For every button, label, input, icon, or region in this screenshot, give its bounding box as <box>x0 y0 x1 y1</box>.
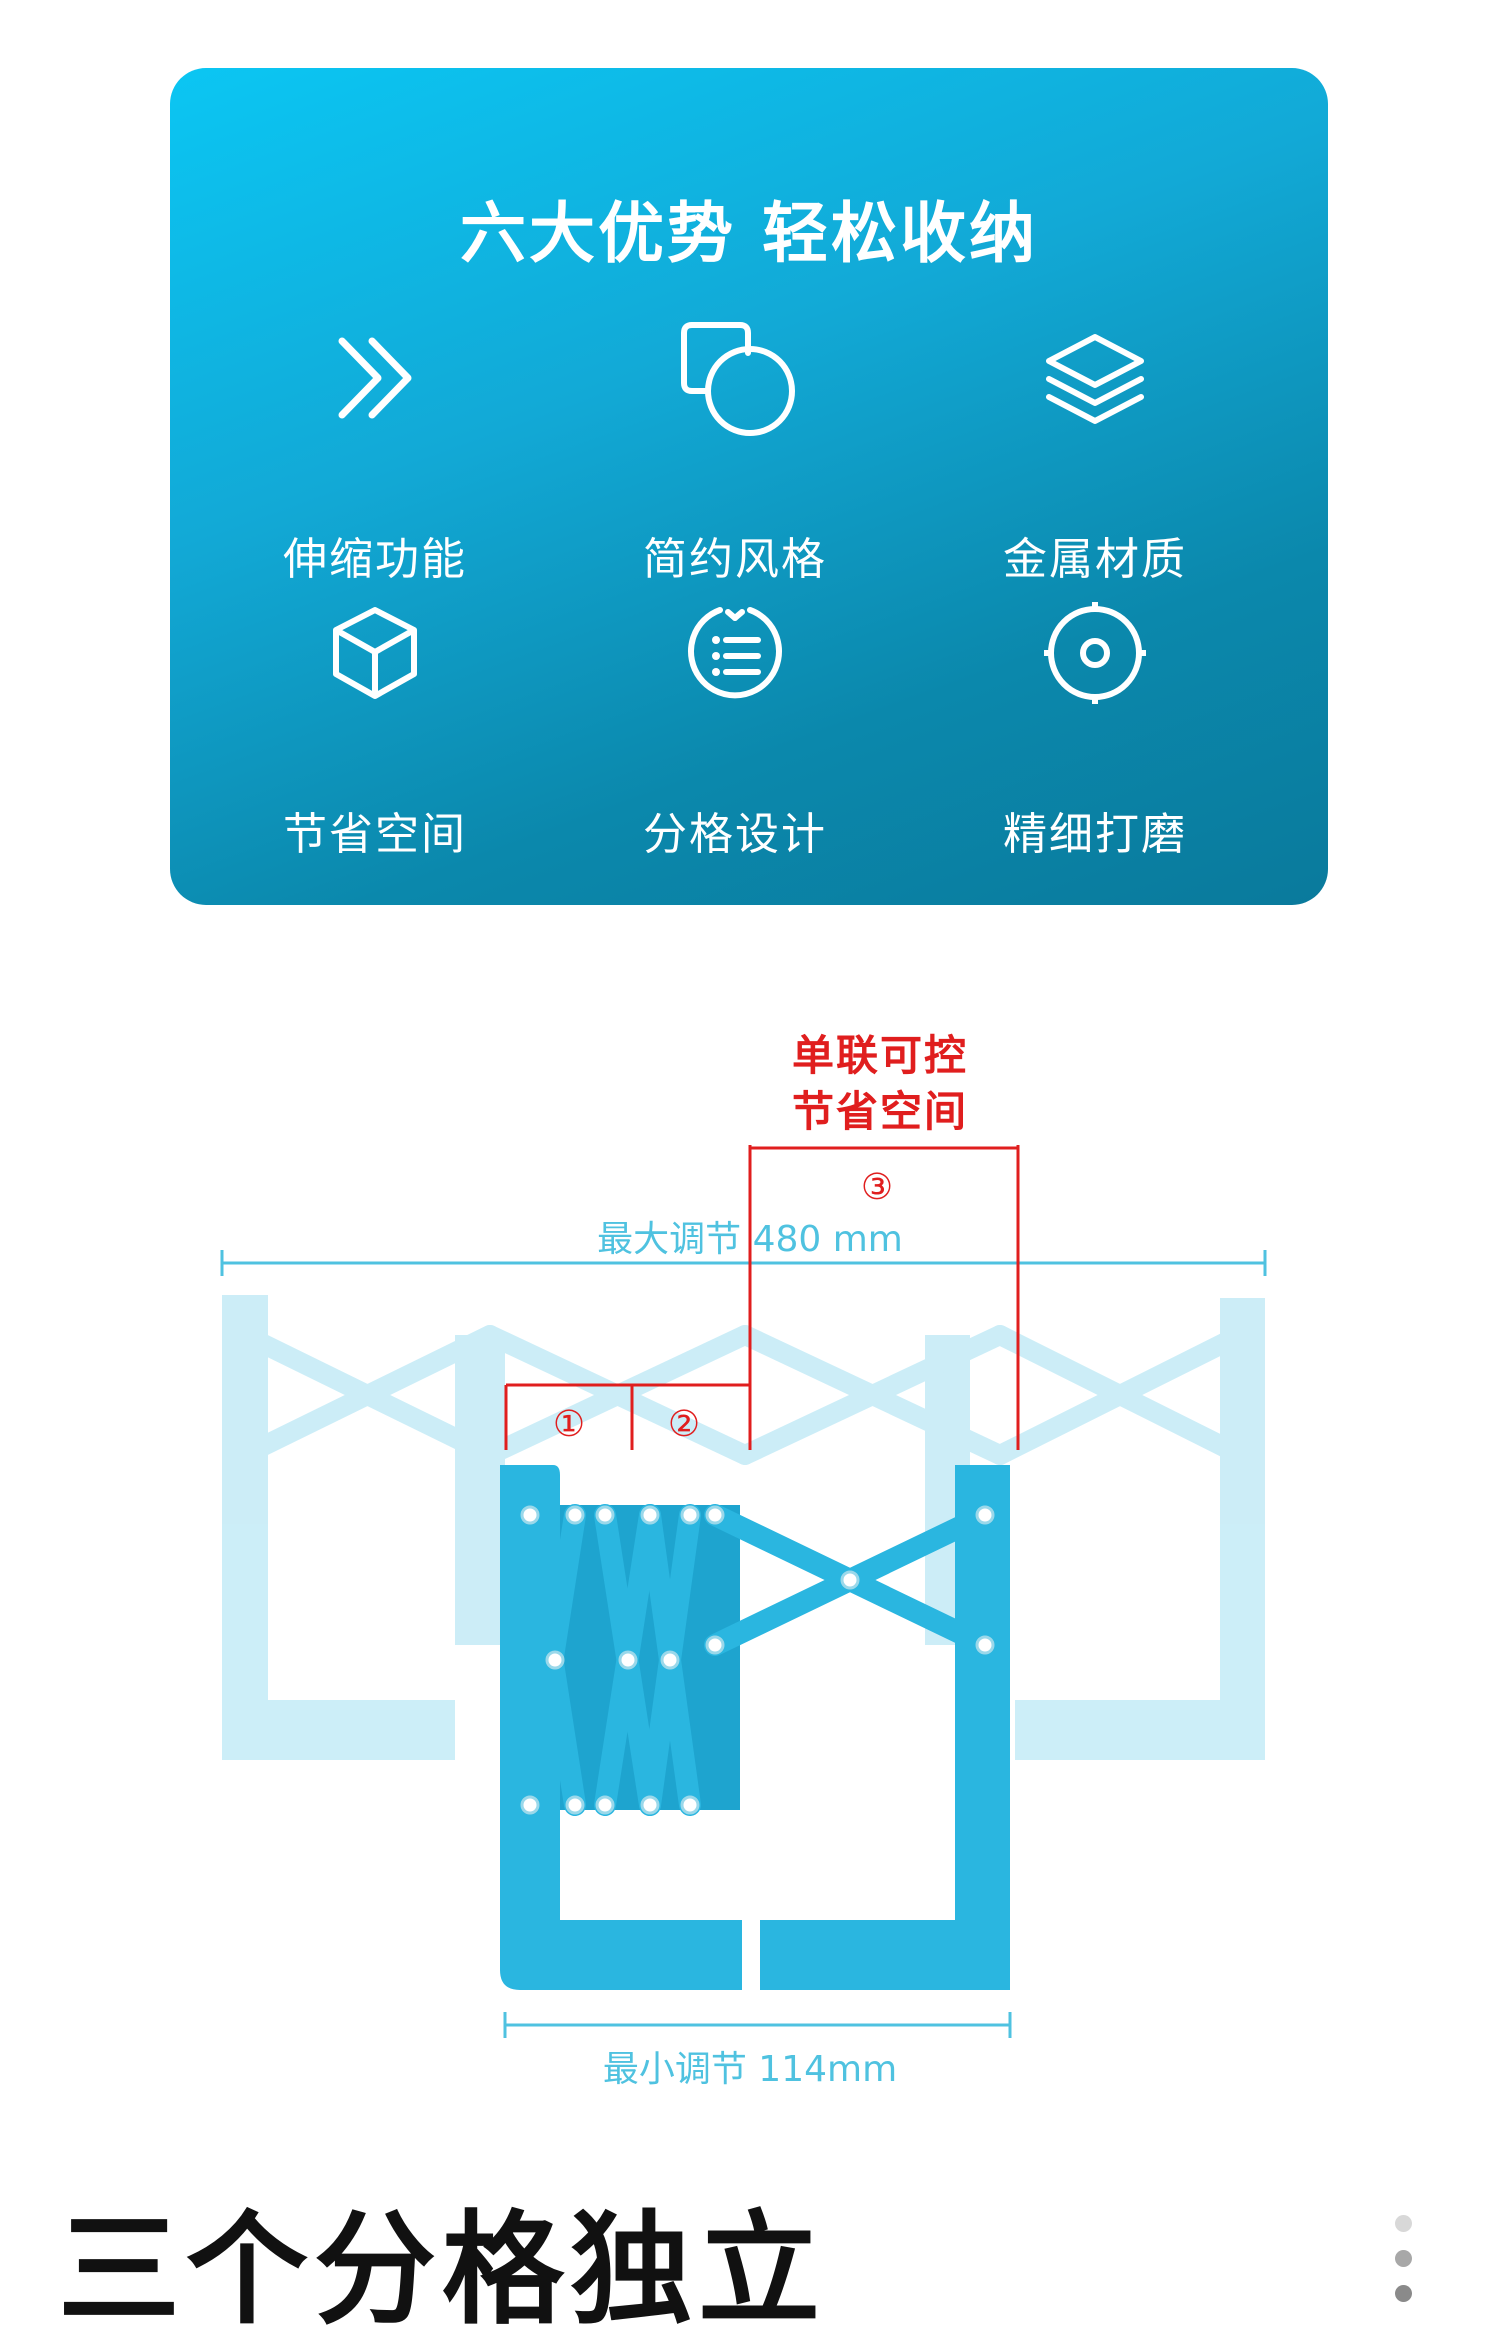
feature-label: 金属材质 <box>1003 534 1187 585</box>
page-dot[interactable] <box>1395 2250 1412 2267</box>
min-adjust-label: 最小调节 114mm <box>602 2049 898 2090</box>
feature-label: 分格设计 <box>643 809 827 860</box>
feature-polished: 精细打磨 <box>915 598 1275 868</box>
list-circle-icon <box>688 607 782 699</box>
section-title: 三个分格独立 <box>58 2199 826 2341</box>
marker-2: ② <box>667 1404 703 1445</box>
page-indicator[interactable] <box>1395 2215 1415 2320</box>
feature-simple-style: 简约风格 <box>555 313 915 593</box>
collapsed-bookend <box>500 1465 1010 1990</box>
page-dot[interactable] <box>1395 2215 1412 2232</box>
callout-line-2: 节省空间 <box>791 1087 968 1136</box>
feature-label: 节省空间 <box>283 809 467 860</box>
feature-telescopic: 伸缩功能 <box>195 323 555 593</box>
layers-icon <box>1046 334 1144 424</box>
marker-1: ① <box>552 1404 588 1445</box>
cube-icon <box>333 607 417 699</box>
feature-label: 简约风格 <box>643 534 827 585</box>
square-circle-shapes-icon <box>681 322 795 436</box>
feature-label: 伸缩功能 <box>283 534 467 585</box>
card-title: 六大优势 轻松收纳 <box>460 195 1038 272</box>
marker-3: ③ <box>860 1167 896 1208</box>
feature-metal: 金属材质 <box>915 323 1275 593</box>
target-icon <box>1044 602 1146 704</box>
feature-compartments: 分格设计 <box>555 598 915 868</box>
features-card: 六大优势 轻松收纳 伸缩功能 简约风格 金属材质 节省空间 <box>170 68 1328 905</box>
callout-line-1: 单联可控 <box>791 1031 968 1080</box>
feature-label: 精细打磨 <box>1003 809 1187 860</box>
page-dot[interactable] <box>1395 2285 1412 2302</box>
max-adjust-label: 最大调节 480 mm <box>597 1219 903 1260</box>
extended-bookend-faded <box>222 1295 1265 1760</box>
double-chevron-right-icon <box>338 337 412 419</box>
feature-save-space: 节省空间 <box>195 598 555 868</box>
